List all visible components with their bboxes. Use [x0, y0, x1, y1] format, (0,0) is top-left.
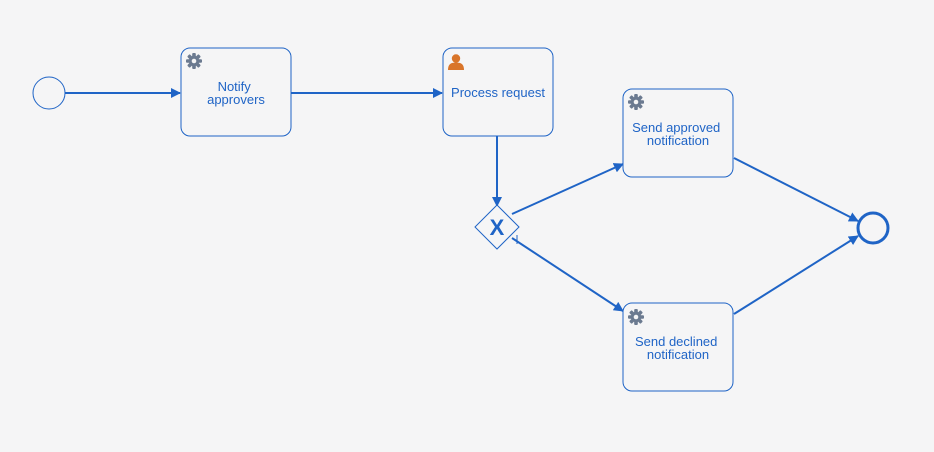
- task-label-line: Process request: [451, 85, 545, 100]
- flow-declined-to-end[interactable]: [733, 235, 859, 315]
- task-notify-approvers[interactable]: Notify approvers: [180, 47, 292, 137]
- task-send-approved-notification[interactable]: Send approved notification: [622, 88, 734, 178]
- svg-text:Send declined notificati: Send declined notification: [635, 334, 721, 362]
- gear-icon: [628, 309, 644, 325]
- end-event[interactable]: [856, 211, 890, 245]
- start-event[interactable]: [32, 76, 66, 110]
- task-label-line: Notify: [218, 79, 252, 94]
- gateway-x-marker: X: [490, 215, 505, 240]
- flow-approved-to-end[interactable]: [733, 157, 859, 222]
- task-label-line: Send declined: [635, 334, 717, 349]
- svg-text:Notify approvers: Notify approvers: [207, 79, 265, 107]
- task-process-request[interactable]: Process request: [442, 47, 554, 137]
- svg-text:Send approved notificati: Send approved notification: [632, 120, 724, 148]
- gear-icon: [186, 53, 202, 69]
- flow-gateway-to-approved[interactable]: [511, 163, 624, 215]
- gear-icon: [628, 94, 644, 110]
- task-label-line: notification: [647, 347, 709, 362]
- flow-gateway-to-declined[interactable]: [511, 237, 624, 312]
- task-send-declined-notification[interactable]: Send declined notification: [622, 302, 734, 392]
- task-label-line: Send approved: [632, 120, 720, 135]
- task-label-line: approvers: [207, 92, 265, 107]
- user-icon: [448, 54, 464, 70]
- exclusive-gateway[interactable]: X: [474, 204, 520, 250]
- svg-text:Process request: Process request: [451, 85, 545, 100]
- task-label-line: notification: [647, 133, 709, 148]
